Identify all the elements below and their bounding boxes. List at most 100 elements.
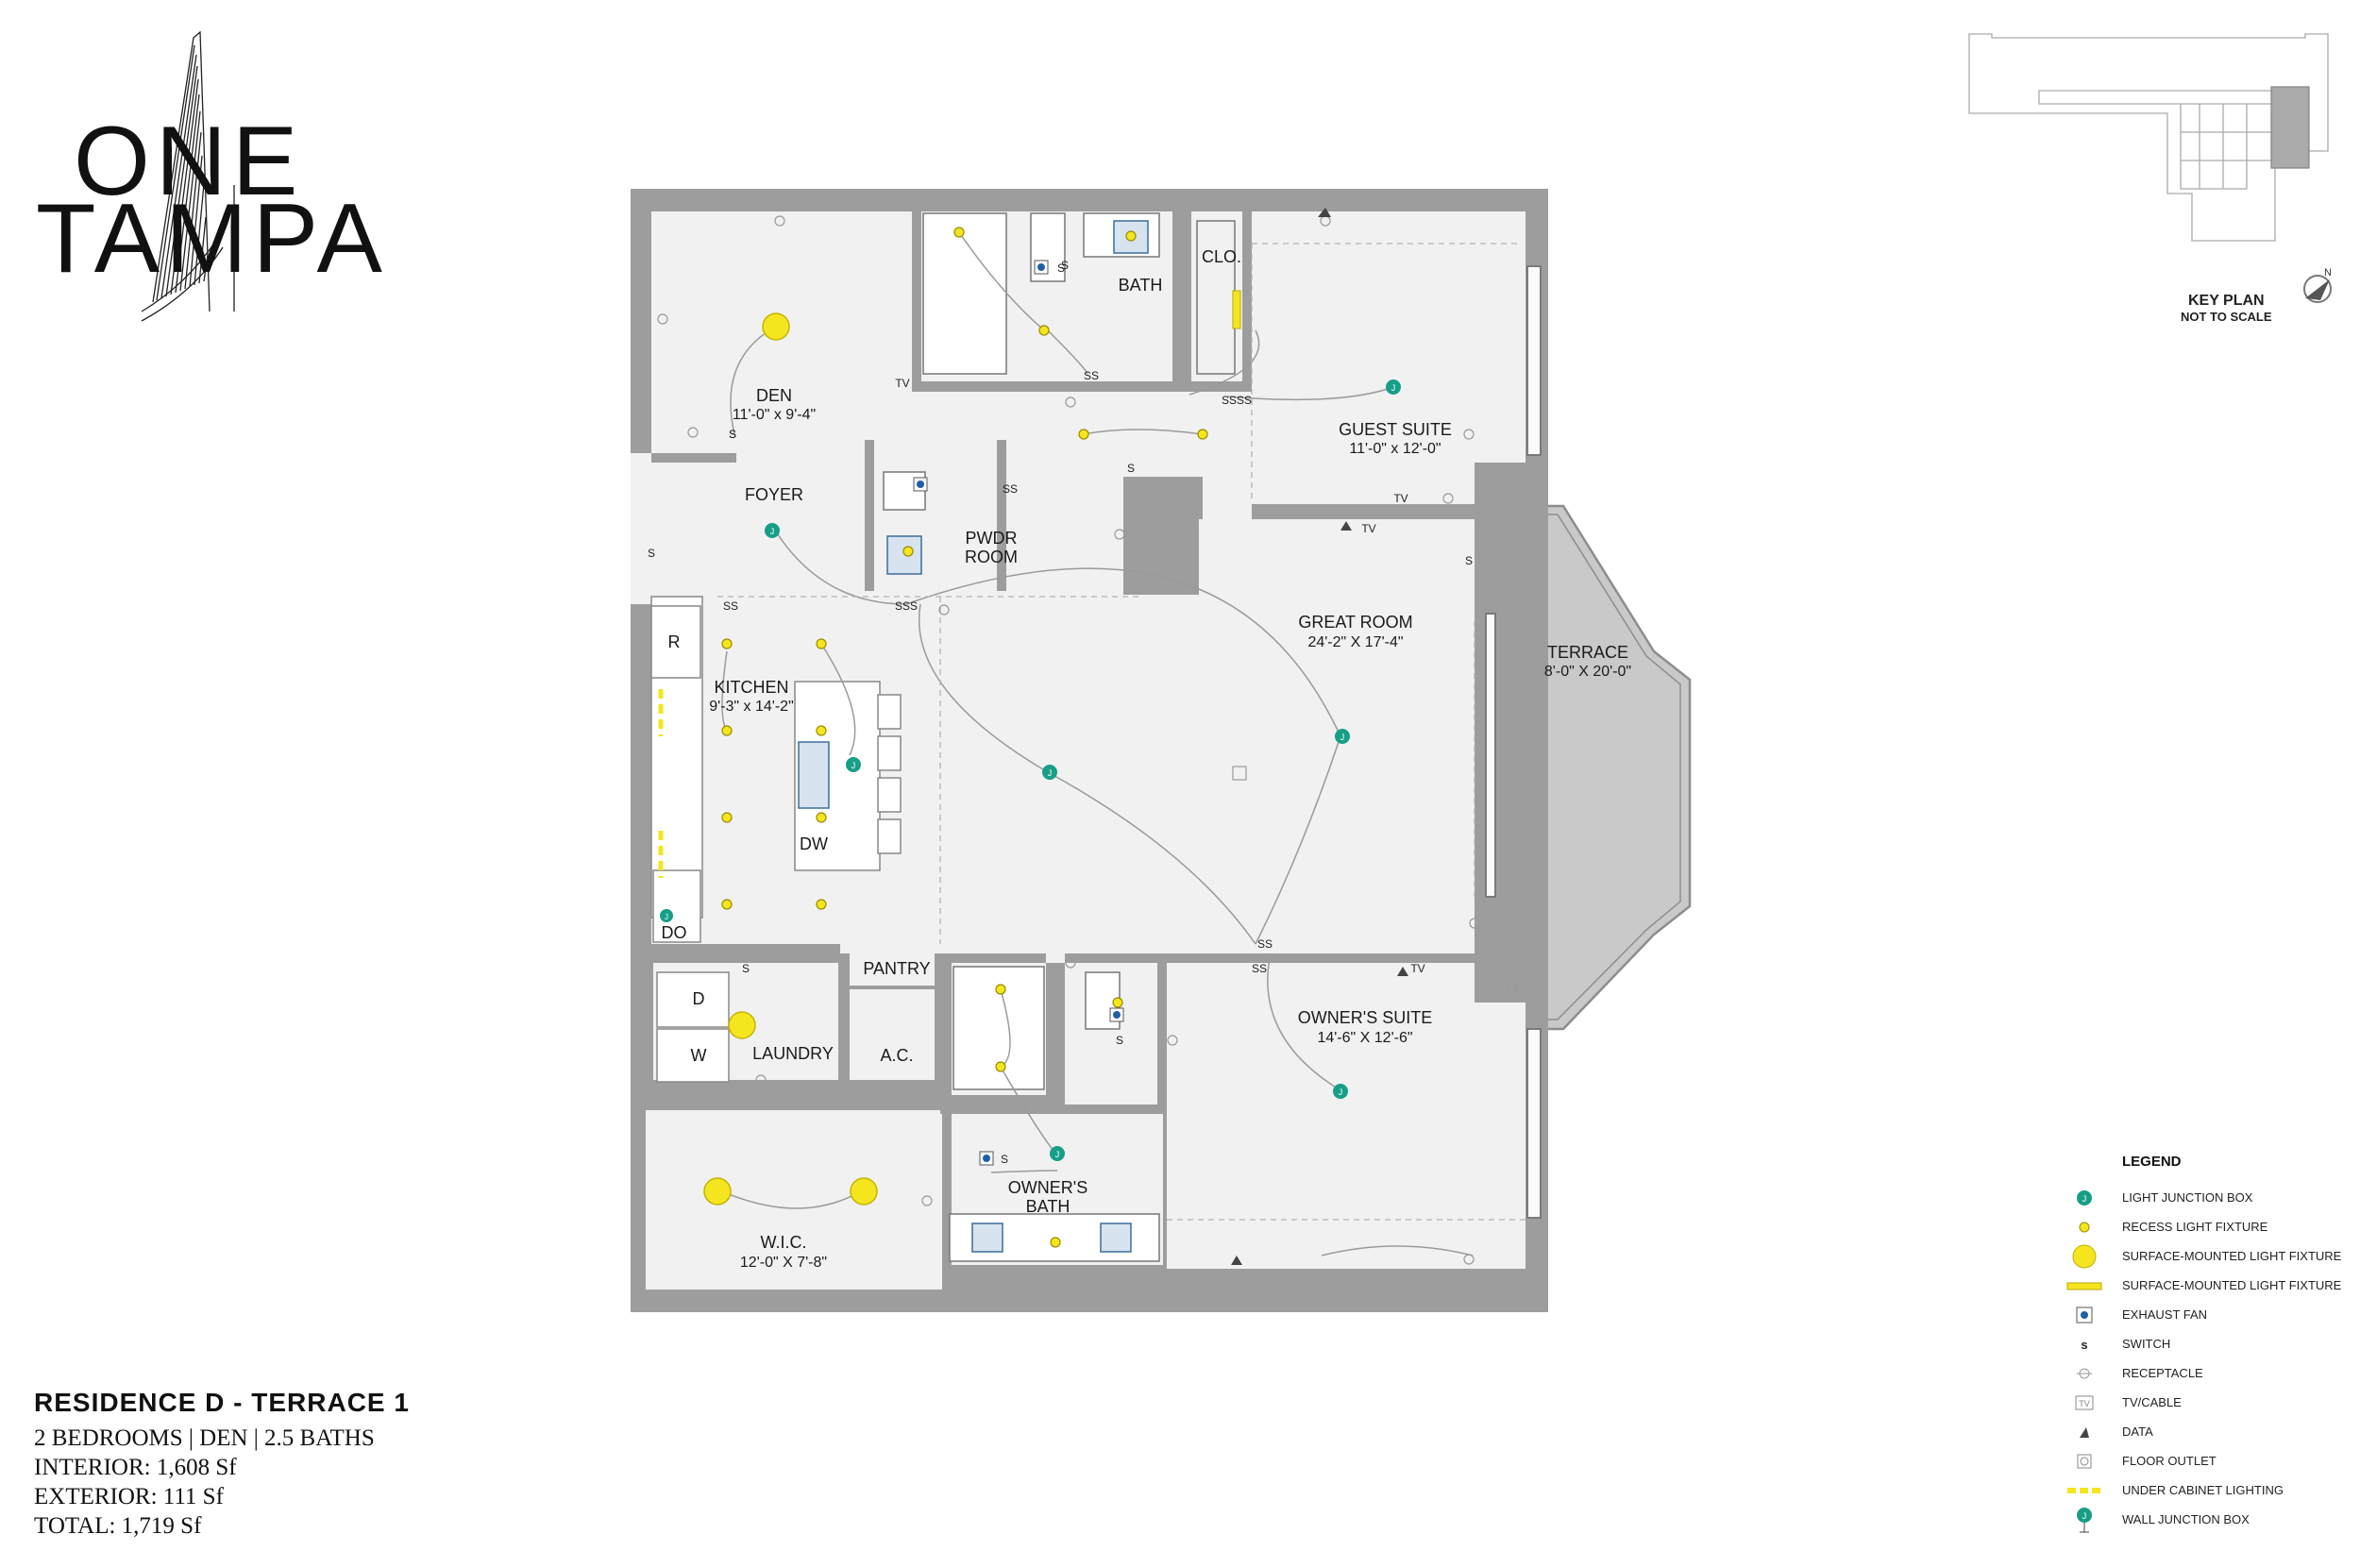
- legend-item: SURFACE-MOUNTED LIGHT FIXTURE: [2065, 1271, 2358, 1300]
- legend-label: EXHAUST FAN: [2122, 1307, 2208, 1322]
- data-outlets: [1231, 208, 1408, 1265]
- switch-icon: SSS: [895, 599, 918, 613]
- surface-light-round-icon: [728, 1011, 756, 1039]
- svg-text:s: s: [2081, 1338, 2087, 1352]
- ac-label: A.C.: [880, 1046, 913, 1065]
- legend-item: TV TV/CABLE: [2065, 1388, 2358, 1417]
- windows: [1485, 265, 1542, 1219]
- den-dims: 11'-0" x 9'-4": [733, 407, 816, 423]
- kitchen-dims: 9'-3" x 14'-2": [709, 699, 794, 715]
- pwdr-label-line2: ROOM: [965, 548, 1018, 566]
- legend-label: SURFACE-MOUNTED LIGHT FIXTURE: [2122, 1249, 2342, 1263]
- svg-text:J: J: [1339, 1087, 1343, 1097]
- exhaust-fan-icon: [979, 1151, 994, 1166]
- switch-icon: S: [1057, 261, 1065, 275]
- key-plan-subtitle: NOT TO SCALE: [2181, 310, 2272, 324]
- junction-box-icon: J: [1386, 379, 1401, 395]
- legend-item: J LIGHT JUNCTION BOX: [2065, 1183, 2358, 1212]
- circuit-wiring: [716, 231, 1474, 1256]
- svg-text:J: J: [665, 913, 668, 921]
- guest-suite-label: GUEST SUITE: [1339, 420, 1452, 439]
- exhaust-fan-icon: [913, 477, 928, 492]
- key-plan-label: KEY PLAN NOT TO SCALE: [2181, 293, 2272, 324]
- north-arrow-icon: N: [2303, 267, 2332, 303]
- legend-label: DATA: [2122, 1425, 2153, 1439]
- logo-line1: ONE: [74, 107, 303, 216]
- surface-light-round-icon: [762, 312, 790, 341]
- legend-item: UNDER CABINET LIGHTING: [2065, 1475, 2358, 1505]
- switch-icon: SS: [1084, 369, 1099, 382]
- switch-icon: SS: [1257, 937, 1273, 951]
- logo-line2: TAMPA: [36, 184, 388, 294]
- svg-text:TV: TV: [2079, 1399, 2090, 1408]
- wall-junction-icon: J: [2065, 1505, 2103, 1534]
- one-tampa-logo: ONE TAMPA: [36, 30, 388, 322]
- receptacles: [657, 215, 1518, 1265]
- switch-icon: S: [648, 547, 655, 560]
- owners-suite-label: OWNER'S SUITE: [1298, 1008, 1432, 1027]
- residence-interior: INTERIOR: 1,608 Sf: [34, 1455, 237, 1480]
- room-labels: DEN 11'-0" x 9'-4" FOYER BATH CLO. GUEST…: [662, 247, 1632, 1271]
- switch-icon: S: [1465, 554, 1473, 567]
- bath-label: BATH: [1119, 276, 1163, 295]
- exhaust-fan-icon: [1109, 1007, 1124, 1022]
- great-room-dims: 24'-2" X 17'-4": [1307, 634, 1403, 650]
- owners-bath-label-line2: BATH: [1026, 1197, 1070, 1216]
- tower-graphic: [141, 30, 235, 322]
- north-label: N: [2324, 267, 2332, 278]
- refrigerator: [650, 605, 701, 679]
- switch-icon: SS: [1003, 482, 1018, 496]
- kitchen-casework: [650, 596, 902, 1083]
- surface-light-fixtures: [703, 312, 878, 1206]
- switch-icon: S: [1061, 259, 1069, 272]
- legend-item: RECEPTACLE: [2065, 1358, 2358, 1388]
- washer-label: W: [691, 1046, 707, 1065]
- legend-item: FLOOR OUTLET: [2065, 1446, 2358, 1475]
- legend-label: WALL JUNCTION BOX: [2122, 1512, 2250, 1526]
- legend: LEGEND J LIGHT JUNCTION BOX RECESS LIGHT…: [2065, 1154, 2358, 1534]
- terrace-dims: 8'-0" X 20'-0": [1544, 664, 1631, 680]
- tv-cable-icon: TV: [895, 377, 909, 390]
- svg-text:J: J: [2082, 1194, 2087, 1204]
- owners-bath-label-line1: OWNER'S: [1008, 1178, 1087, 1197]
- legend-item: s SWITCH: [2065, 1329, 2358, 1358]
- switch-icon: S: [1116, 1034, 1123, 1047]
- legend-title: LEGEND: [2122, 1154, 2182, 1170]
- key-plan: [1968, 33, 2329, 242]
- surface-light-round-icon: [850, 1177, 878, 1206]
- switch-icon: S: [729, 428, 736, 441]
- legend-item: EXHAUST FAN: [2065, 1300, 2358, 1329]
- residence-info: RESIDENCE D - TERRACE 1 2 BEDROOMS | DEN…: [34, 1388, 410, 1541]
- junction-box-icon: J: [765, 523, 780, 538]
- junction-box-icon: J: [1042, 765, 1057, 780]
- legend-item: RECESS LIGHT FIXTURE: [2065, 1212, 2358, 1241]
- light-junction-boxes: J J J J J J J J: [660, 379, 1401, 1161]
- bath-fixtures: [883, 212, 1236, 1262]
- residence-exterior: EXTERIOR: 111 Sf: [34, 1484, 224, 1509]
- surface-light-bar-icon: [2065, 1271, 2103, 1300]
- switch-icon: S: [742, 962, 750, 975]
- double-oven: [652, 869, 701, 943]
- junction-box-icon: J: [2065, 1183, 2103, 1212]
- pwdr-label-line1: PWDR: [966, 529, 1018, 548]
- washer: [656, 1028, 730, 1083]
- dryer-label: D: [693, 989, 705, 1008]
- den-label: DEN: [756, 386, 792, 405]
- switch-icon: SS: [1252, 962, 1267, 975]
- recess-lights: [721, 227, 1208, 1248]
- switch-icon: S: [729, 428, 736, 441]
- surface-light-round-icon: [2065, 1241, 2103, 1271]
- double-oven-label: DO: [662, 923, 687, 942]
- switch-icon: S: [1001, 1153, 1008, 1166]
- residence-total: TOTAL: 1,719 Sf: [34, 1513, 202, 1539]
- tv-cable-icon: TV: [1361, 522, 1375, 535]
- switch-icon: S: [1127, 462, 1135, 475]
- junction-box-icon: J: [1333, 1084, 1348, 1099]
- surface-light-round-icon: [703, 1177, 732, 1206]
- legend-label: FLOOR OUTLET: [2122, 1454, 2217, 1468]
- key-plan-title: KEY PLAN: [2187, 293, 2265, 309]
- svg-text:J: J: [1391, 383, 1396, 393]
- residence-title: RESIDENCE D - TERRACE 1: [34, 1388, 410, 1417]
- legend-label: SURFACE-MOUNTED LIGHT FIXTURE: [2122, 1278, 2342, 1292]
- legend-label: SWITCH: [2122, 1337, 2171, 1351]
